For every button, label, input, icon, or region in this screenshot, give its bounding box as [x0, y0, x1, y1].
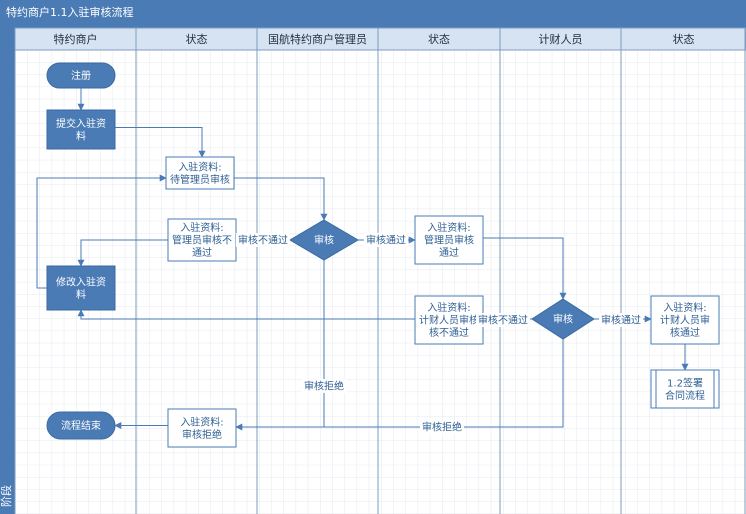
node-label: 审核 — [553, 313, 573, 326]
status-note-shape — [167, 218, 237, 262]
edge-label-bg — [236, 233, 290, 247]
edge-label-text: 审核拒绝 — [304, 380, 344, 393]
node-label-line: 入驻资料: — [427, 221, 470, 234]
edge-label-bg — [302, 379, 346, 393]
node-label-line: 料 — [76, 288, 86, 301]
subprocess-shape — [650, 369, 720, 409]
decision-shape — [531, 298, 595, 340]
process-shape — [46, 109, 116, 150]
edge-modify-pending — [36, 174, 167, 289]
node-label-line: 入驻资料: — [663, 301, 706, 314]
grid-area — [15, 50, 746, 514]
edge-label-bg — [599, 313, 643, 327]
edge-label-admin-fail: 审核不通过 — [236, 233, 290, 247]
node-label-line: 提交入驻资 — [56, 117, 106, 130]
node-label: 流程结束 — [61, 419, 101, 432]
edge-label-text: 审核不通过 — [238, 234, 288, 247]
node-label-line: 管理员审核 — [424, 234, 474, 247]
terminator-shape — [46, 62, 116, 89]
edge-label-bg — [364, 233, 408, 247]
edge-label-finance-pass: 审核通过 — [599, 313, 643, 327]
edge-pending-review — [234, 177, 328, 221]
edge-finrejected-modify — [77, 309, 415, 320]
edge-label-finance-refuse: 审核拒绝 — [420, 420, 464, 434]
node-label-line: 入驻资料: — [180, 221, 223, 234]
edge-label-text: 审核拒绝 — [422, 421, 462, 434]
lane-title-6: 状态 — [673, 32, 695, 46]
node-label-line: 核不通过 — [429, 326, 469, 339]
edge-passed-finance — [483, 237, 567, 300]
node-label-line: 待管理员审核 — [170, 173, 230, 186]
node-end: 流程结束 — [46, 411, 116, 440]
edge-label-text: 审核不通过 — [478, 314, 528, 327]
diagram-title: 特约商户1.1入驻审核流程 — [6, 5, 134, 19]
node-refused: 入驻资料:审核拒绝 — [167, 408, 237, 448]
node-label-line: 通过 — [192, 246, 212, 259]
edge-label-text: 审核通过 — [601, 314, 641, 327]
node-label-line: 审核拒绝 — [182, 428, 222, 441]
node-admin-review: 审核 — [289, 219, 359, 261]
edge-label-bg — [476, 313, 530, 327]
phase-column — [0, 28, 15, 514]
node-label-line: 入驻资料: — [180, 415, 223, 428]
node-label-line: 通过 — [439, 246, 459, 259]
lane-title-3: 国航特约商户管理员 — [268, 32, 367, 46]
edge-finance-refuse — [235, 339, 564, 431]
node-label-line: 1.2签署 — [667, 376, 703, 389]
status-note-shape — [414, 215, 484, 265]
edge-rejected-modify — [77, 239, 168, 267]
edge-label-finance-fail: 审核不通过 — [476, 313, 530, 327]
edge-label-bg — [420, 420, 464, 434]
node-label: 审核 — [314, 234, 334, 247]
node-label-line: 料 — [76, 129, 86, 142]
terminator-shape — [46, 411, 116, 440]
lane-title-5: 计财人员 — [539, 32, 583, 46]
status-note-shape — [165, 156, 235, 190]
edge-label-admin-refuse: 审核拒绝 — [302, 379, 346, 393]
status-note-shape — [167, 408, 237, 448]
edge-label-admin-pass: 审核通过 — [364, 233, 408, 247]
status-note-shape — [650, 295, 720, 345]
node-label-line: 修改入驻资 — [56, 275, 106, 288]
node-finance-review: 审核 — [531, 298, 595, 340]
process-shape — [46, 265, 116, 311]
edge-label-text: 审核通过 — [366, 234, 406, 247]
node-label-line: 入驻资料: — [427, 301, 470, 314]
node-register: 注册 — [46, 62, 116, 89]
edge-submit-pending — [115, 127, 206, 158]
node-label: 注册 — [71, 69, 91, 82]
node-label-line: 核通过 — [670, 326, 700, 339]
node-pending-admin: 入驻资料:待管理员审核 — [165, 156, 235, 190]
node-label-line: 计财人员审核 — [419, 314, 479, 327]
title-bar — [0, 0, 746, 28]
node-label-line: 合同流程 — [665, 389, 705, 402]
lane-title-2: 状态 — [186, 32, 208, 46]
lane-title-1: 特约商户 — [54, 32, 98, 46]
decision-shape — [289, 219, 359, 261]
lane-title-4: 状态 — [428, 32, 450, 46]
phase-label: 阶段 — [0, 485, 13, 507]
node-label-line: 计财人员审 — [660, 314, 710, 327]
status-note-shape — [414, 295, 484, 345]
node-label-line: 入驻资料: — [178, 160, 221, 173]
node-label-line: 管理员审核不 — [172, 234, 232, 247]
